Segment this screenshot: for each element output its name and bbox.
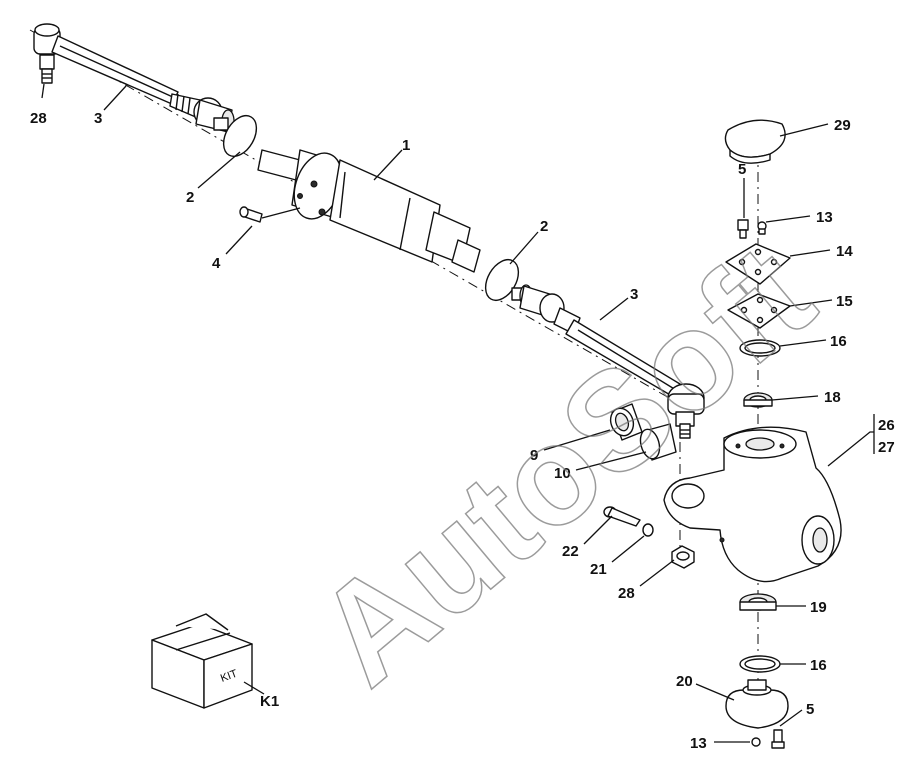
callout-29-dust-cap: 29: [834, 117, 851, 134]
callout-20-bottom-cap: 20: [676, 673, 693, 690]
callout-28-tie-rod-end: 28: [30, 110, 47, 127]
left-inner-ball-joint: [193, 97, 235, 133]
callout-14-cap-plate: 14: [836, 243, 853, 260]
callout-10-bushing: 10: [554, 465, 571, 482]
left-o-ring: [222, 115, 258, 157]
bushing-10: [639, 423, 677, 461]
bottom-cap-20: [725, 679, 789, 729]
cap-plate-14: [725, 243, 791, 285]
grease-fitting-bottom: [751, 737, 761, 747]
callout-1-steering-cylinder: 1: [402, 137, 410, 154]
grease-fitting: [239, 206, 301, 223]
callout-9-bushing: 9: [530, 447, 538, 464]
bushing-9: [609, 403, 643, 441]
bolt-22: [603, 506, 641, 527]
callout-22-bolt: 22: [562, 543, 579, 560]
kit-box: KIT: [151, 613, 253, 709]
dust-cap: [724, 119, 786, 164]
callout-19-bearing: 19: [810, 599, 827, 616]
callout-3-right-tie-rod: 3: [630, 286, 638, 303]
callout-21-washer: 21: [590, 561, 607, 578]
right-tie-rod-end: [667, 383, 705, 439]
steering-cylinder: [257, 149, 481, 273]
bearing-19: [739, 593, 777, 611]
seal-ring-16-bottom: [739, 655, 781, 673]
seal-ring-16-top: [739, 339, 781, 357]
callout-18-bearing: 18: [824, 389, 841, 406]
callout-16-seal-ring-top: 16: [830, 333, 847, 350]
callout-2-right-o-ring: 2: [540, 218, 548, 235]
cap-bolt-top: [737, 219, 749, 239]
callout-27-knuckle: 27: [878, 439, 895, 456]
nut-28: [671, 545, 695, 569]
washer-21: [642, 523, 654, 537]
bearing-18: [743, 392, 773, 408]
callout-26-knuckle: 26: [878, 417, 895, 434]
left-tie-rod-end: [33, 23, 61, 84]
cap-bolt-bottom: [771, 729, 785, 749]
callout-28-nut: 28: [618, 585, 635, 602]
left-tie-rod: [51, 35, 201, 119]
leader-lines: [41, 83, 875, 743]
callout-2-left-o-ring: 2: [186, 189, 194, 206]
steering-knuckle: [663, 426, 842, 583]
callout-13-grease-fitting-top: 13: [816, 209, 833, 226]
callout-16-seal-ring-bottom: 16: [810, 657, 827, 674]
grease-fitting-top: [757, 221, 767, 235]
kit-box-label: KIT: [219, 668, 239, 685]
callout-5-cap-bolt-bottom: 5: [806, 701, 814, 718]
callout-15-shim: 15: [836, 293, 853, 310]
callout-5-cap-bolt-top: 5: [738, 161, 746, 178]
right-tie-rod: [553, 307, 681, 397]
callout-3-left-tie-rod: 3: [94, 110, 102, 127]
callout-4-grease-fitting: 4: [212, 255, 221, 272]
callout-13-grease-fitting-bottom: 13: [690, 735, 707, 752]
callout-k1-kit: K1: [260, 693, 279, 710]
